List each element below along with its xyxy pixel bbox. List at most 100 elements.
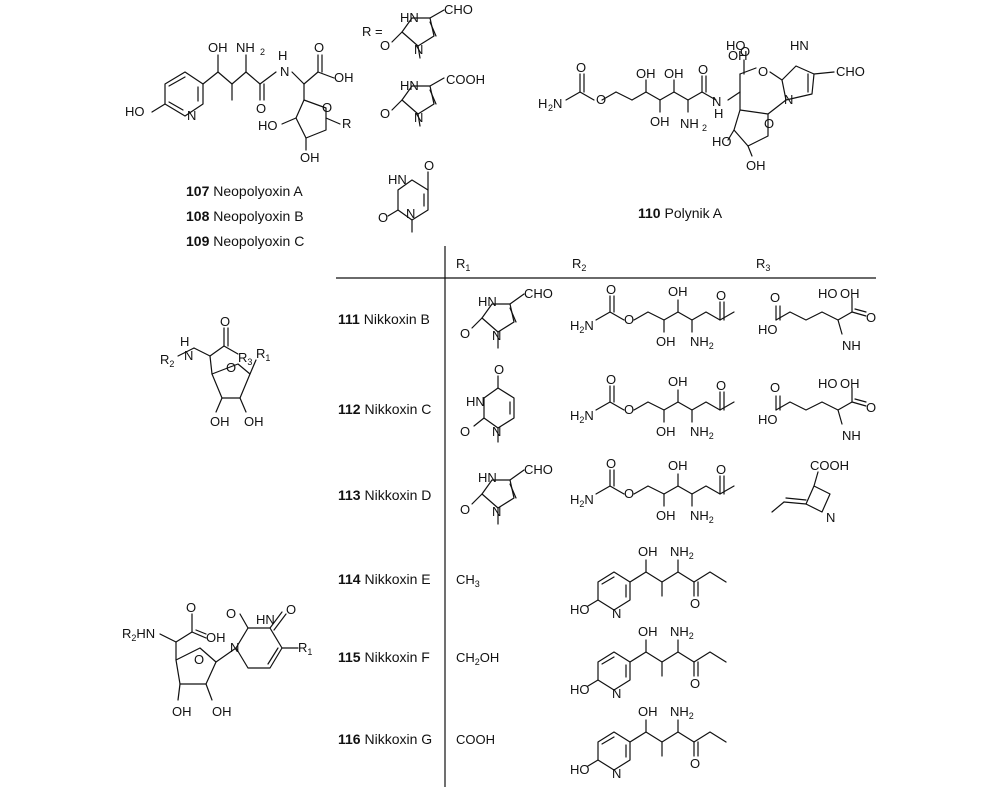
atom-label: N (414, 110, 423, 125)
atom-label: O (220, 314, 230, 329)
atom-label: OH (638, 704, 658, 719)
atom-label: OH (656, 508, 676, 523)
atom-label: N (414, 42, 423, 57)
atom-label: OH (172, 704, 192, 719)
atom-label: O (624, 312, 634, 327)
atom-label: HN (790, 38, 809, 53)
r2-structure-114: HO N OH NH2 O (570, 544, 727, 621)
atom-label: H (180, 334, 189, 349)
atom-label: O (186, 600, 196, 615)
column-header-r2: R2 (572, 256, 586, 273)
atom-label: O (460, 326, 470, 341)
atom-label: HN (400, 10, 419, 25)
atom-subscript: 2 (702, 123, 707, 133)
atom-label: O (770, 290, 780, 305)
atom-label: O (606, 282, 616, 297)
atom-label: O (866, 310, 876, 325)
compound-114-caption: 114 Nikkoxin E (338, 571, 431, 587)
atom-label: O (314, 40, 324, 55)
atom-label: H2N (570, 318, 594, 335)
atom-label: O (716, 378, 726, 393)
atom-label: N (492, 424, 501, 439)
r1-structure-113: HN CHO O N (460, 462, 553, 525)
atom-label: O (606, 372, 616, 387)
atom-label: OH (210, 414, 230, 429)
atom-label: NH2 (670, 704, 694, 721)
atom-label: N (612, 766, 621, 781)
atom-label: CHO (524, 462, 553, 477)
atom-label: OH (656, 334, 676, 349)
atom-label: N (612, 606, 621, 621)
atom-label: NH2 (690, 508, 714, 525)
atom-label: NH2 (670, 624, 694, 641)
atom-label: HO (570, 762, 590, 777)
atom-label: R1 (298, 640, 312, 657)
atom-label: N (492, 328, 501, 343)
atom-label: HN (256, 612, 275, 627)
atom-label: O (424, 158, 434, 173)
polynik-a-structure: H 2 N O O OH OH OH NH 2 O N H OH HO O O … (538, 38, 865, 173)
compound-110-caption: 110 Polynik A (638, 205, 723, 221)
atom-label: O (194, 652, 204, 667)
atom-label: R (342, 116, 351, 131)
atom-label: COOH (810, 458, 849, 473)
r3-structure-112: HO O HO OH O NH (758, 376, 876, 443)
atom-label: OH (668, 374, 688, 389)
r2-structure-113: H2N O O OH OH NH2 O (570, 456, 735, 525)
atom-label: HN (388, 172, 407, 187)
atom-label: O (460, 424, 470, 439)
atom-label: OH (334, 70, 354, 85)
atom-label: O (380, 106, 390, 121)
atom-label: CHO (836, 64, 865, 79)
r1-value: CH2OH (456, 650, 499, 667)
atom-label: O (322, 100, 332, 115)
r1-value: CH3 (456, 572, 480, 589)
atom-label: OH (668, 284, 688, 299)
r1-structure-112: O HN O N (460, 362, 515, 443)
atom-label: N (184, 348, 193, 363)
atom-label: O (690, 676, 700, 691)
atom-label: N (280, 64, 289, 79)
atom-label: OH (656, 424, 676, 439)
atom-label: O (380, 38, 390, 53)
atom-label: O (690, 756, 700, 771)
atom-label: OH (636, 66, 656, 81)
atom-label: N (826, 510, 835, 525)
atom-label: R2HN (122, 626, 155, 643)
nikkoxin-core-structure-a: R2 H N O O R3 R1 OH OH (160, 314, 270, 429)
atom-label: OH (840, 376, 860, 391)
atom-label: NH (842, 338, 861, 353)
nikkoxin-core-structure-b: R2HN O OH O OH OH O HN O N R1 (122, 600, 312, 719)
atom-label: N (784, 92, 793, 107)
atom-label: O (740, 44, 750, 59)
atom-label: OH (300, 150, 320, 165)
atom-label: OH (212, 704, 232, 719)
atom-label: H (538, 96, 547, 111)
compound-109-caption: 109 Neopolyoxin C (186, 233, 304, 249)
atom-label: R1 (256, 346, 270, 363)
atom-label: N (712, 94, 721, 109)
r-substituents: R = HN CHO O N HN COOH O N O HN O N (362, 2, 485, 233)
atom-label: OH (728, 48, 748, 63)
atom-label: OH (664, 66, 684, 81)
atom-label: O (286, 602, 296, 617)
atom-label: O (576, 60, 586, 75)
atom-label: COOH (446, 72, 485, 87)
atom-label: O (758, 64, 768, 79)
atom-label: H (278, 48, 287, 63)
atom-label: OH (208, 40, 228, 55)
atom-label: N (230, 640, 239, 655)
atom-label: O (698, 62, 708, 77)
atom-label: O (624, 402, 634, 417)
atom-label: O (770, 380, 780, 395)
atom-label: N (187, 108, 196, 123)
r3-structure-111: HO O HO OH O NH (758, 286, 876, 353)
atom-label: OH (840, 286, 860, 301)
r-equals-label: R = (362, 24, 383, 39)
atom-label: O (764, 116, 774, 131)
atom-label: HO (570, 602, 590, 617)
atom-label: N (553, 96, 562, 111)
atom-label: O (378, 210, 388, 225)
r2-structure-112: H2N O O OH OH NH2 O (570, 372, 735, 441)
atom-subscript: 2 (548, 103, 553, 113)
